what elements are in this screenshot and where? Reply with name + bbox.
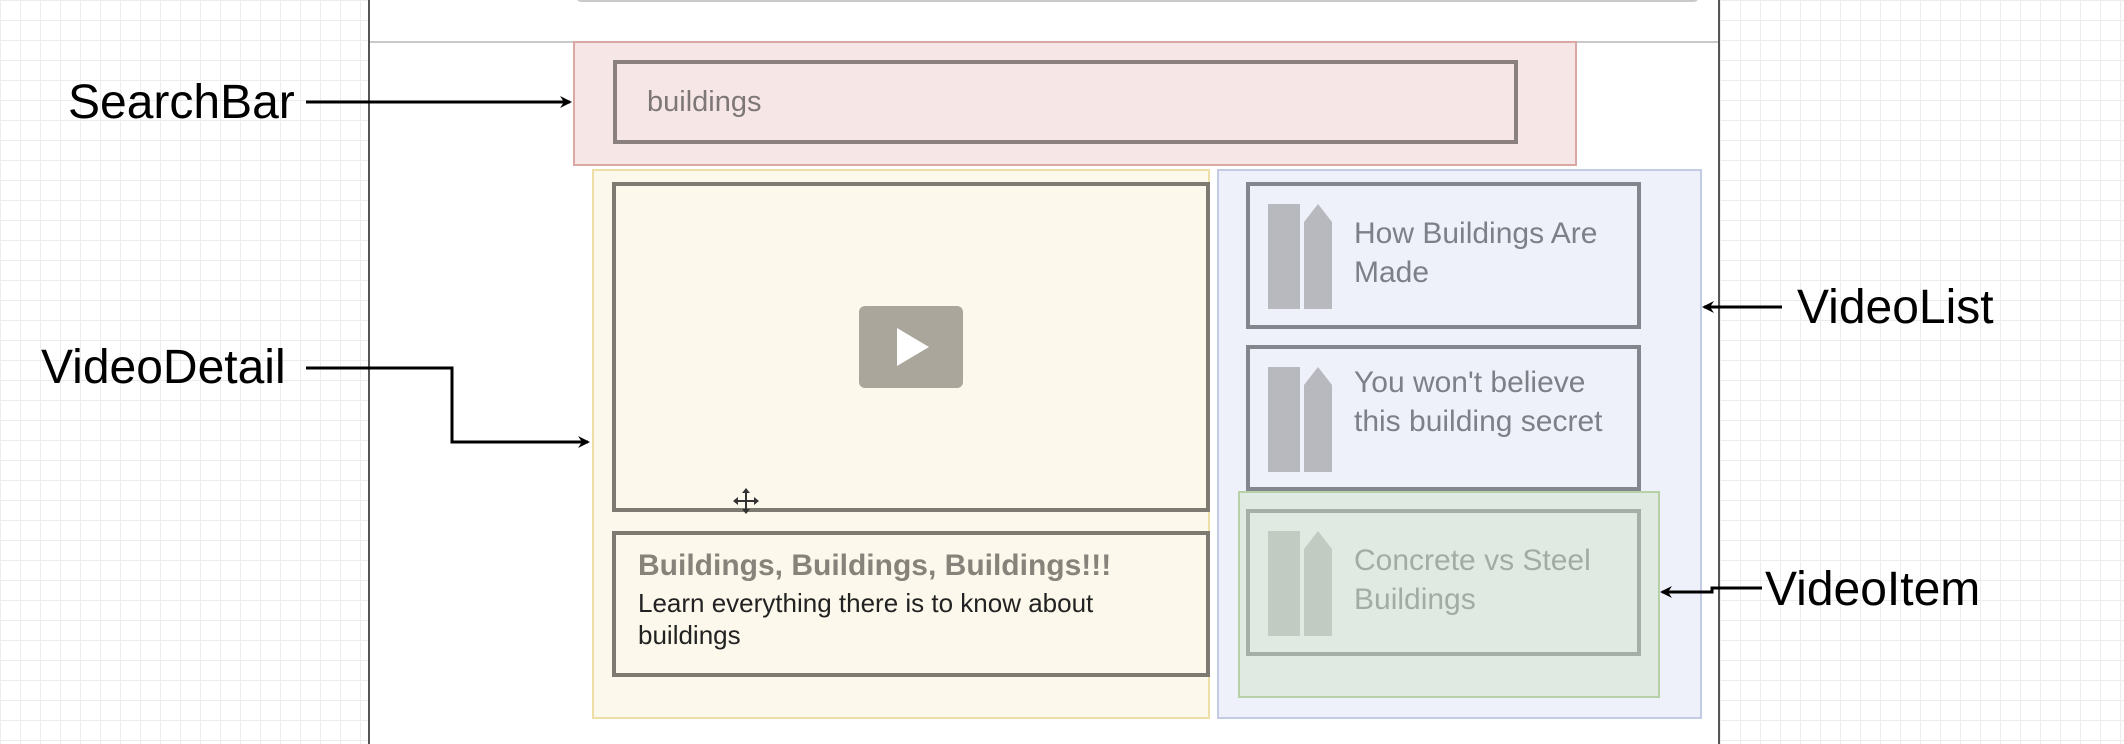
video-list-item[interactable]: How Buildings Are Made <box>1246 182 1641 329</box>
building-icon <box>1268 367 1332 472</box>
videoitem-arrow <box>1660 586 1762 598</box>
video-item-title: You won't believe this building secret <box>1354 366 1603 438</box>
videoitem-region <box>1238 491 1660 698</box>
video-item-title: How Buildings Are Made <box>1354 217 1598 289</box>
play-icon[interactable] <box>859 306 963 388</box>
video-list-item[interactable]: Concrete vs Steel Buildings <box>1246 509 1641 656</box>
video-list-item[interactable]: You won't believe this building secret <box>1246 345 1641 491</box>
move-cursor-icon <box>733 488 759 514</box>
label-videoitem: VideoItem <box>1765 563 1981 616</box>
search-input[interactable]: buildings <box>613 60 1518 144</box>
video-item-title: Concrete vs Steel Buildings <box>1354 544 1591 616</box>
video-description: Learn everything there is to know about … <box>638 588 1094 650</box>
building-icon <box>1268 531 1332 636</box>
building-icon <box>1268 204 1332 309</box>
label-searchbar: SearchBar <box>68 76 295 129</box>
video-title: Buildings, Buildings, Buildings!!! <box>638 549 1112 582</box>
label-videolist: VideoList <box>1797 281 1994 334</box>
label-videodetail: VideoDetail <box>41 341 286 394</box>
videodetail-arrow <box>306 366 590 448</box>
video-detail-info: Buildings, Buildings, Buildings!!! Learn… <box>612 531 1210 677</box>
